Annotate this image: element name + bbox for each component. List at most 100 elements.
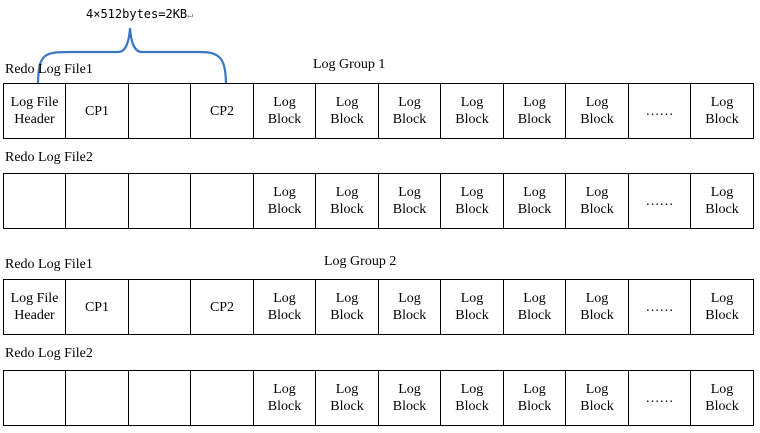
checkpoint-2-cell-text: CP2 bbox=[209, 103, 235, 119]
empty-cell bbox=[128, 173, 191, 229]
empty-cell bbox=[128, 279, 191, 335]
empty-cell bbox=[190, 370, 254, 426]
empty-cell bbox=[65, 173, 129, 229]
checkpoint-1-cell: CP1 bbox=[65, 83, 129, 139]
group2-file2-label: Redo Log File2 bbox=[5, 346, 93, 361]
checkpoint-2-cell-text: CP2 bbox=[209, 299, 235, 315]
group2-title: Log Group 2 bbox=[324, 254, 397, 269]
empty-cell bbox=[65, 370, 129, 426]
checkpoint-2-cell: CP2 bbox=[190, 279, 254, 335]
empty-cell bbox=[190, 173, 254, 229]
ellipsis-cell-text: …… bbox=[645, 103, 674, 119]
size-annotation-text: 4×512bytes=2KB bbox=[86, 7, 188, 21]
group1-title: Log Group 1 bbox=[313, 57, 386, 72]
checkpoint-2-cell: CP2 bbox=[190, 83, 254, 139]
ellipsis-cell-text: …… bbox=[645, 193, 674, 209]
empty-cell bbox=[128, 83, 191, 139]
brace-path bbox=[36, 27, 228, 90]
ellipsis-cell: …… bbox=[628, 279, 691, 335]
ellipsis-cell: …… bbox=[628, 83, 691, 139]
empty-cell bbox=[3, 173, 66, 229]
ellipsis-cell-text: …… bbox=[645, 390, 674, 406]
checkpoint-1-cell-text: CP1 bbox=[84, 299, 110, 315]
checkpoint-1-cell-text: CP1 bbox=[84, 103, 110, 119]
return-mark: ↵ bbox=[187, 10, 194, 21]
group2-file1-label: Redo Log File1 bbox=[5, 257, 93, 272]
empty-cell bbox=[3, 370, 66, 426]
ellipsis-cell: …… bbox=[628, 173, 691, 229]
ellipsis-cell: …… bbox=[628, 370, 691, 426]
group1-file1-label: Redo Log File1 bbox=[5, 62, 93, 77]
ellipsis-cell-text: …… bbox=[645, 299, 674, 315]
empty-cell bbox=[128, 370, 191, 426]
checkpoint-1-cell: CP1 bbox=[65, 279, 129, 335]
group1-file2-label: Redo Log File2 bbox=[5, 150, 93, 165]
size-annotation: 4×512bytes=2KB↵ bbox=[86, 7, 193, 21]
